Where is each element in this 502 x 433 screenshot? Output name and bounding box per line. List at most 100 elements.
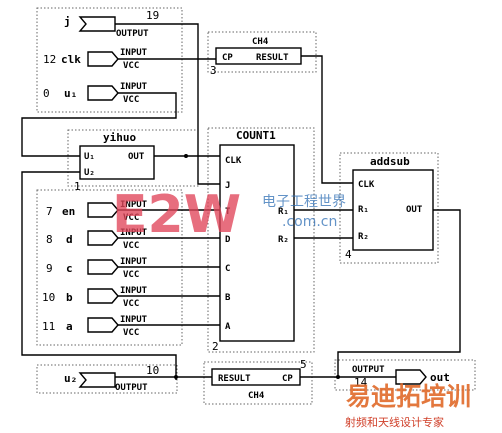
port-clk-index: 12 — [43, 53, 56, 66]
yihuo-title: yihuo — [103, 131, 136, 144]
yihuo-block: yihuo U₁ U₂ OUT 1 — [74, 131, 155, 193]
port-d-name: d — [66, 233, 73, 246]
addsub-out-label: OUT — [406, 205, 423, 215]
port-b-index: 10 — [42, 291, 55, 304]
ch4-bottom-outline — [203, 361, 313, 405]
port-b-symbol — [87, 288, 119, 304]
addsub-pin-clk: CLK — [358, 180, 375, 190]
port-u1-index: 0 — [43, 87, 50, 100]
port-out-symbol — [395, 369, 427, 385]
port-out: OUTPUT 14 out — [352, 365, 450, 389]
wire-j — [115, 23, 220, 185]
port-c-symbol — [87, 259, 119, 275]
port-en-name: en — [62, 205, 75, 218]
count1-pin-d: D — [225, 235, 231, 245]
port-c-index: 9 — [46, 262, 53, 275]
port-en-dir: INPUT — [120, 200, 148, 210]
addsub-body — [352, 169, 434, 251]
watermark-logo-text: E2W — [112, 185, 241, 245]
watermark-url-text: .com.cn — [282, 214, 337, 230]
watermark-tagline: 射频和天线设计专家 — [345, 415, 444, 429]
ch4-top-in-label: CP — [222, 53, 233, 63]
port-u2: u₂ OUTPUT 10 — [64, 364, 159, 393]
ch4-top-outline — [207, 31, 317, 73]
count1-outline — [207, 127, 315, 353]
yihuo-out-label: OUT — [128, 152, 145, 162]
count1-pin-a: A — [225, 322, 231, 332]
wire-addsub-out — [337, 209, 461, 378]
port-clk-symbol — [87, 51, 119, 67]
port-clk: 12 clk INPUT VCC — [43, 48, 148, 71]
watermark-brand-text: 易迪拓培训 — [346, 382, 471, 411]
port-u1-symbol — [87, 85, 119, 101]
port-group-top-outline — [36, 7, 183, 113]
port-en: 7 en INPUT VCC — [46, 200, 148, 223]
port-d-dir: INPUT — [120, 228, 148, 238]
count1-title: COUNT1 — [236, 129, 276, 142]
watermark-e2w-logo: E2W 电子工程世界 .com.cn — [112, 185, 346, 245]
port-a-dir: INPUT — [120, 315, 148, 325]
port-b-dir: INPUT — [120, 286, 148, 296]
port-en-sub: VCC — [123, 213, 139, 223]
wire-ch4-result — [301, 55, 353, 184]
addsub-block: addsub CLK R₁ R₂ OUT 4 — [345, 155, 434, 261]
addsub-num: 4 — [345, 248, 352, 261]
addsub-pin-r2: R₂ — [358, 232, 369, 242]
addsub-pin-r1: R₁ — [358, 205, 369, 215]
count1-pin-t: T — [225, 207, 231, 217]
port-u1-dir: INPUT — [120, 82, 148, 92]
count1-body — [219, 144, 295, 342]
port-u2-symbol — [78, 372, 116, 388]
count1-pin-clk: CLK — [225, 156, 242, 166]
port-a: 11 a INPUT VCC — [42, 315, 148, 338]
port-u1: 0 u₁ INPUT VCC — [43, 82, 148, 105]
ch4-bottom-num: 5 — [300, 358, 307, 371]
port-j-name: j — [64, 15, 71, 28]
port-group-mid-outline — [36, 189, 183, 346]
port-en-symbol — [87, 202, 119, 218]
ch4-bottom-title: CH4 — [248, 391, 265, 401]
wire-u1 — [21, 92, 177, 157]
count1-out-r2: R₂ — [278, 235, 289, 245]
yihuo-in1-label: U₁ — [84, 152, 95, 162]
port-clk-dir: INPUT — [120, 48, 148, 58]
port-j-dir: OUTPUT — [116, 29, 149, 39]
port-d-sub: VCC — [123, 241, 139, 251]
yihuo-body — [79, 145, 155, 180]
count1-pin-c: C — [225, 264, 230, 274]
port-u1-sub: VCC — [123, 95, 139, 105]
port-u2-dir: OUTPUT — [115, 383, 148, 393]
port-u2-outline — [36, 364, 178, 394]
port-c-name: c — [66, 262, 73, 275]
port-en-index: 7 — [46, 205, 53, 218]
ch4-bottom-block: RESULT CP CH4 5 — [211, 358, 307, 401]
port-a-name: a — [66, 320, 73, 333]
port-j-symbol — [78, 16, 116, 32]
count1-out-r1: R₁ — [278, 207, 289, 217]
yihuo-num: 1 — [74, 180, 81, 193]
port-b: 10 b INPUT VCC — [42, 286, 148, 309]
ch4-top-title: CH4 — [252, 37, 269, 47]
port-c-dir: INPUT — [120, 257, 148, 267]
wire-u2-feedback — [21, 171, 177, 380]
port-d: 8 d INPUT VCC — [46, 228, 148, 251]
port-u2-name: u₂ — [64, 372, 77, 385]
port-a-index: 11 — [42, 320, 55, 333]
count1-block: COUNT1 CLK J T D C B A R₁ R₂ 2 — [212, 129, 295, 353]
addsub-title: addsub — [370, 155, 410, 168]
watermark-brand: 易迪拓培训 射频和天线设计专家 — [345, 382, 471, 429]
port-d-symbol — [87, 230, 119, 246]
yihuo-in2-label: U₂ — [84, 168, 95, 178]
port-out-dir: OUTPUT — [352, 365, 385, 375]
count1-pin-b: B — [225, 293, 231, 303]
junction-yihuo-out — [184, 154, 188, 158]
port-a-symbol — [87, 317, 119, 333]
port-clk-sub: VCC — [123, 61, 139, 71]
port-b-sub: VCC — [123, 299, 139, 309]
port-d-index: 8 — [46, 233, 53, 246]
port-out-outline — [334, 359, 476, 391]
port-out-name: out — [430, 371, 450, 384]
ch4-top-out-label: RESULT — [256, 53, 289, 63]
port-c-sub: VCC — [123, 270, 139, 280]
addsub-outline — [339, 152, 439, 264]
